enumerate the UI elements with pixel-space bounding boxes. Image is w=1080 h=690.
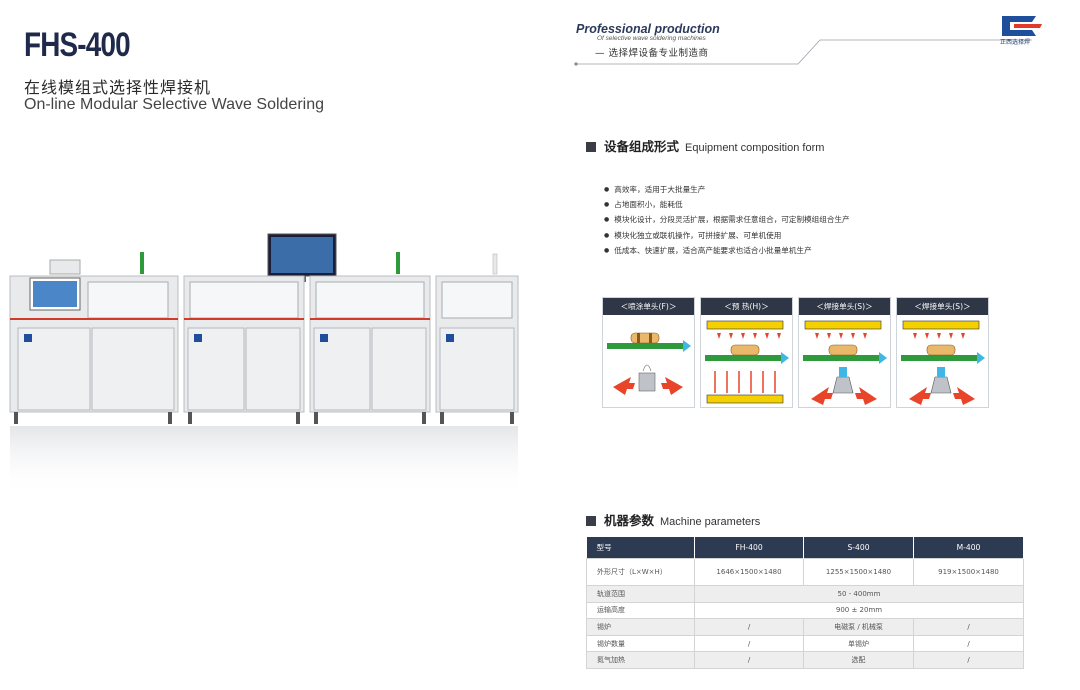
table-cell: 锡炉数量 (586, 634, 695, 653)
table-cell: / (913, 651, 1024, 669)
table-row: 锡炉数量 / 单锡炉 / (586, 634, 1024, 653)
params-table: 型号 FH-400 S-400 M-400 外形尺寸（L×W×H） 1646×1… (586, 537, 1024, 669)
feature-item: 模块化独立或联机操作，可拼接扩展、可单机使用 (604, 228, 850, 243)
tagline-title: Professional production (576, 22, 720, 36)
params-title-cn: 机器参数 (604, 513, 655, 528)
tagline-cn: — 选择焊设备专业制造商 (595, 48, 709, 59)
table-row: 轨道范围 50 - 400mm (586, 585, 1024, 603)
composition-heading: 设备组成形式 Equipment composition form (586, 136, 824, 155)
page-title: FHS-400 (24, 26, 131, 64)
feature-item: 高效率，适用于大批量生产 (604, 182, 850, 197)
table-cell: 氮气加热 (586, 651, 695, 669)
composition-title-cn: 设备组成形式 (604, 139, 680, 154)
table-cell: 919×1500×1480 (913, 558, 1024, 586)
tagline-subtitle: Of selective wave soldering machines (597, 35, 706, 42)
table-row: 外形尺寸（L×W×H） 1646×1500×1480 1255×1500×148… (586, 558, 1024, 586)
column-header: 型号 (586, 537, 695, 559)
table-row: 氮气加热 / 选配 / (586, 651, 1024, 669)
table-cell: / (694, 651, 804, 669)
module-card-solder: ＜焊接单头(S)＞ (896, 297, 989, 408)
product-name-cn: 在线模组式选择性焊接机 (24, 78, 212, 97)
table-cell: 选配 (803, 651, 914, 669)
table-cell: 1646×1500×1480 (694, 558, 804, 586)
feature-list: 高效率，适用于大批量生产 占地面积小，能耗低 模块化设计，分段灵活扩展，根据需求… (604, 182, 850, 258)
table-row: 运输高度 900 ± 20mm (586, 601, 1024, 620)
feature-item: 模块化设计，分段灵活扩展，根据需求任意组合，可定制模组组合生产 (604, 212, 849, 227)
spray-module-icon (607, 332, 691, 395)
company-logo-icon (1002, 16, 1042, 36)
module-label: ＜焊接单头(S)＞ (897, 298, 988, 315)
feature-item: 低成本、快速扩展，适合高产能要求也适合小批量单机生产 (604, 243, 850, 258)
table-cell: 运输高度 (586, 601, 695, 620)
table-cell: 900 ± 20mm (694, 601, 1024, 620)
module-card-solder: ＜焊接单头(S)＞ (798, 297, 891, 408)
table-cell: 单锡炉 (803, 634, 914, 653)
table-cell: 1255×1500×1480 (803, 558, 914, 586)
table-cell: / (913, 618, 1024, 636)
solder-module-icon (803, 320, 887, 405)
table-cell: / (694, 618, 804, 636)
table-row: 锡炉 / 电磁泵 / 机械泵 / (586, 618, 1024, 636)
square-bullet-icon (586, 516, 596, 526)
params-title-en: Machine parameters (660, 516, 761, 528)
preheat-module-icon (705, 320, 789, 404)
table-cell: 锡炉 (586, 618, 695, 636)
decorative-line (574, 39, 1032, 66)
product-name-en: On-line Modular Selective Wave Soldering (24, 96, 324, 113)
machine-image (9, 233, 519, 496)
brand-name: 正西选择焊 (1000, 39, 1031, 46)
params-heading: 机器参数 Machine parameters (586, 510, 760, 529)
module-card-spray: ＜喷涂单头(F)＞ (602, 297, 695, 408)
module-label: ＜焊接单头(S)＞ (799, 298, 890, 315)
module-card-preheat: ＜预 热(H)＞ (700, 297, 793, 408)
table-cell: 外形尺寸（L×W×H） (586, 558, 695, 586)
table-cell: 电磁泵 / 机械泵 (803, 618, 914, 636)
column-header: S-400 (803, 537, 914, 559)
column-header: M-400 (913, 537, 1024, 559)
table-cell: / (694, 634, 804, 653)
square-bullet-icon (586, 142, 596, 152)
solder-module-icon (901, 320, 985, 405)
column-header: FH-400 (694, 537, 804, 559)
module-label: ＜预 热(H)＞ (701, 298, 792, 315)
module-label: ＜喷涂单头(F)＞ (603, 298, 694, 315)
composition-title-en: Equipment composition form (685, 142, 825, 154)
feature-item: 占地面积小，能耗低 (604, 197, 850, 212)
table-cell: 轨道范围 (586, 585, 695, 603)
table-cell: 50 - 400mm (694, 585, 1024, 603)
table-cell: / (913, 634, 1024, 653)
